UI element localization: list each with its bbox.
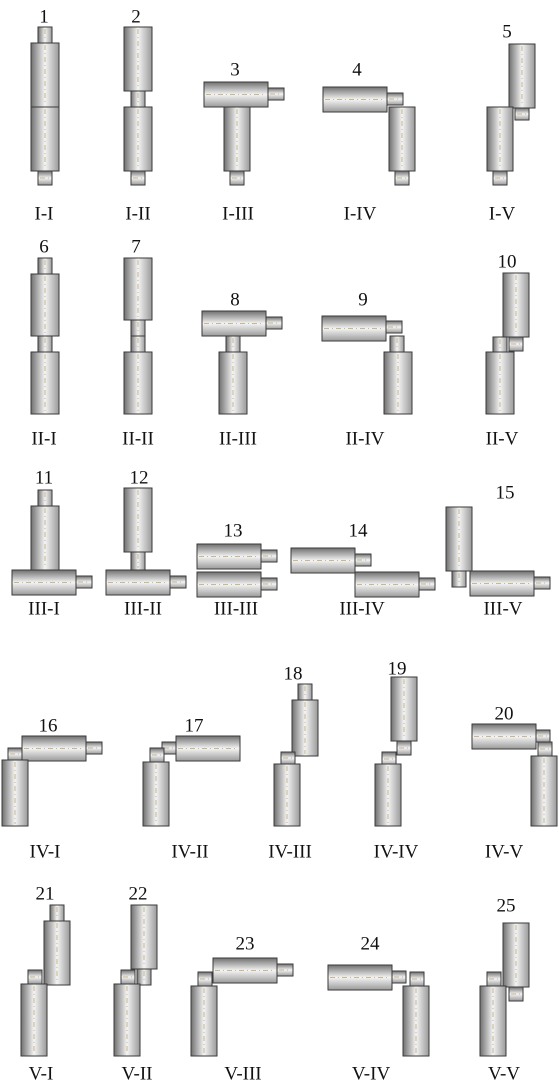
configuration-number: 22 xyxy=(129,883,148,904)
configuration-label: II-III xyxy=(219,428,257,449)
configuration-10 xyxy=(485,272,530,415)
configuration-22 xyxy=(113,904,158,1057)
configuration-number: 12 xyxy=(130,467,149,488)
configuration-number: 11 xyxy=(35,467,53,488)
configuration-17 xyxy=(142,735,241,827)
configuration-number: 15 xyxy=(496,482,515,503)
configuration-number: 9 xyxy=(358,289,368,310)
configuration-number: 2 xyxy=(131,6,141,27)
configuration-label: III-V xyxy=(483,598,522,619)
shaft xyxy=(267,87,285,101)
configuration-16 xyxy=(1,735,103,827)
configuration-label: I-III xyxy=(222,203,254,224)
configuration-number: 4 xyxy=(352,59,362,80)
shaft xyxy=(354,553,372,567)
shaft xyxy=(85,741,103,755)
configuration-number: 23 xyxy=(236,933,255,954)
configuration-6 xyxy=(30,257,60,415)
configuration-number: 13 xyxy=(224,520,243,541)
configuration-label: III-I xyxy=(28,598,60,619)
shaft xyxy=(276,963,294,977)
shaft xyxy=(136,968,152,986)
configuration-label: V-II xyxy=(122,1063,153,1084)
configuration-number: 5 xyxy=(502,21,512,42)
configuration-number: 1 xyxy=(39,6,49,27)
motor-body xyxy=(113,983,141,1057)
configuration-label: IV-IV xyxy=(374,841,419,862)
configuration-19 xyxy=(374,676,418,827)
configuration-21 xyxy=(20,904,71,1057)
configuration-label: IV-V xyxy=(485,841,524,862)
configuration-number: 25 xyxy=(497,895,516,916)
configuration-number: 16 xyxy=(39,715,58,736)
configuration-number: 10 xyxy=(498,251,517,272)
configuration-label: II-IV xyxy=(345,428,384,449)
configuration-number: 7 xyxy=(131,236,141,257)
configuration-5 xyxy=(486,43,536,186)
configuration-number: 14 xyxy=(349,520,369,541)
configuration-label: V-V xyxy=(488,1063,520,1084)
configuration-label: IV-III xyxy=(268,841,312,862)
configuration-label: I-I xyxy=(35,203,54,224)
configuration-2 xyxy=(123,26,153,186)
shaft xyxy=(260,549,278,563)
configuration-14 xyxy=(290,547,436,598)
configuration-8 xyxy=(201,310,283,415)
configuration-number: 19 xyxy=(388,658,407,679)
configuration-label: II-II xyxy=(122,428,154,449)
configuration-3 xyxy=(203,81,285,186)
configuration-label: II-I xyxy=(31,428,56,449)
shaft xyxy=(169,575,187,589)
configuration-label: IV-I xyxy=(30,841,61,862)
configuration-number: 20 xyxy=(495,703,514,724)
configuration-label: V-III xyxy=(224,1063,261,1084)
configuration-label: I-V xyxy=(489,203,516,224)
configuration-1 xyxy=(30,26,60,186)
motor-body xyxy=(1,759,29,827)
configuration-13 xyxy=(196,543,278,598)
shaft xyxy=(385,320,403,334)
configuration-label: V-IV xyxy=(352,1063,391,1084)
configuration-label: IV-II xyxy=(171,841,208,862)
shaft xyxy=(418,577,436,591)
motor-body xyxy=(20,983,48,1057)
configuration-number: 8 xyxy=(230,289,240,310)
configuration-12 xyxy=(105,487,187,596)
configuration-25 xyxy=(479,922,530,1057)
configuration-number: 24 xyxy=(361,933,381,954)
configuration-label: I-IV xyxy=(344,203,377,224)
configuration-11 xyxy=(11,489,93,596)
shaft xyxy=(386,92,404,106)
configuration-label: III-II xyxy=(124,598,162,619)
configuration-15 xyxy=(445,506,551,597)
configuration-4 xyxy=(322,86,416,186)
configuration-number: 17 xyxy=(185,715,204,736)
configuration-7 xyxy=(123,257,153,415)
shaft xyxy=(260,577,278,591)
configuration-label: V-I xyxy=(29,1063,54,1084)
configuration-20 xyxy=(471,723,558,827)
configuration-18 xyxy=(273,683,319,827)
configuration-9 xyxy=(321,315,413,415)
configuration-number: 6 xyxy=(39,236,49,257)
configuration-label: I-II xyxy=(125,203,150,224)
shaft xyxy=(451,570,467,588)
configuration-23 xyxy=(190,957,294,1057)
configuration-24 xyxy=(327,964,430,1057)
configuration-number: 3 xyxy=(230,59,240,80)
configuration-label: III-III xyxy=(214,598,258,619)
configuration-number: 21 xyxy=(36,883,55,904)
configuration-label: II-V xyxy=(486,428,519,449)
shaft xyxy=(533,576,551,590)
shaft xyxy=(75,575,93,589)
shaft xyxy=(265,316,283,330)
configuration-label: III-IV xyxy=(339,598,385,619)
configuration-number: 18 xyxy=(284,663,303,684)
